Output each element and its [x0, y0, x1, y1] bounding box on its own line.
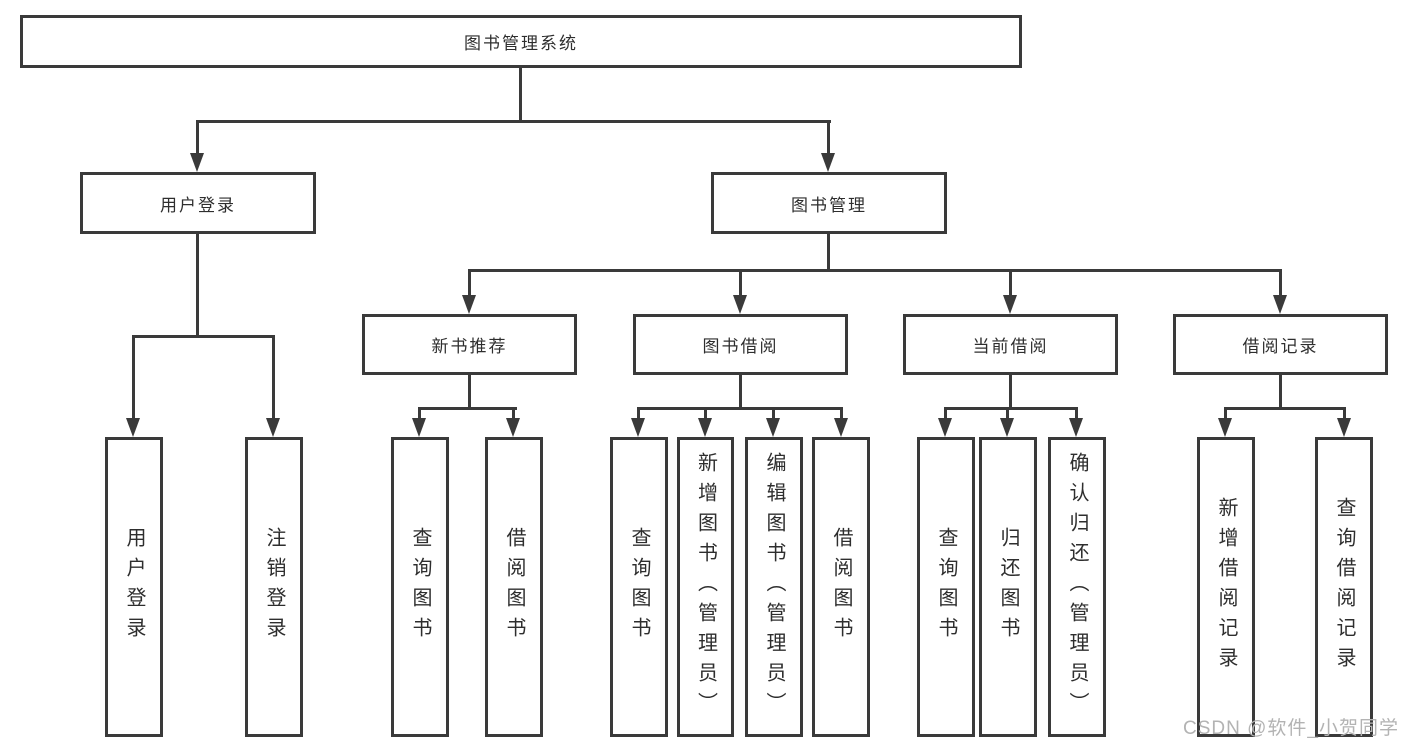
leaf-current-return: 归还图书	[979, 437, 1037, 737]
arrowhead-module-1-icon	[462, 295, 476, 314]
leaf-current-query: 查询图书	[917, 437, 975, 737]
connector-login-stem	[196, 234, 199, 338]
leaf-borrow-query-label: 查询图书	[628, 527, 650, 647]
arrowhead-records-2-icon	[1337, 418, 1351, 437]
leaf-newbook-borrow-label: 借阅图书	[503, 527, 525, 647]
arrowhead-login-1-icon	[126, 418, 140, 437]
connector-module-1	[468, 269, 471, 297]
connector-newbook-branch-1	[418, 407, 421, 420]
leaf-borrow-add: 新增图书（管理员）	[677, 437, 734, 737]
arrowhead-current-1-icon	[938, 418, 952, 437]
node-new-book-label: 新书推荐	[431, 337, 508, 356]
arrowhead-borrow-1-icon	[631, 418, 645, 437]
arrowhead-user-login-icon	[190, 153, 204, 172]
arrowhead-module-2-icon	[733, 295, 747, 314]
connector-module-3	[1009, 269, 1012, 297]
connector-login-split	[133, 335, 275, 338]
arrowhead-current-2-icon	[1000, 418, 1014, 437]
node-borrow-module: 图书借阅	[633, 314, 848, 375]
leaf-current-confirm: 确认归还（管理员）	[1048, 437, 1106, 737]
leaf-records-add: 新增借阅记录	[1197, 437, 1255, 737]
leaf-newbook-query: 查询图书	[391, 437, 449, 737]
connector-mgmt-stem	[827, 234, 830, 272]
leaf-current-return-label: 归还图书	[997, 527, 1019, 647]
node-user-login: 用户登录	[80, 172, 316, 234]
connector-module-4	[1279, 269, 1282, 297]
node-root-label: 图书管理系统	[464, 34, 578, 53]
leaf-newbook-query-label: 查询图书	[409, 527, 431, 647]
arrowhead-borrow-4-icon	[834, 418, 848, 437]
leaf-user-login: 用户登录	[105, 437, 163, 737]
node-current-module: 当前借阅	[903, 314, 1118, 375]
connector-root-stem	[519, 68, 522, 122]
arrowhead-current-3-icon	[1069, 418, 1083, 437]
leaf-borrow-add-label: 新增图书（管理员）	[694, 452, 717, 722]
connector-borrow-stem	[739, 375, 742, 410]
node-records-label: 借阅记录	[1242, 337, 1319, 356]
connector-records-branch-2	[1343, 407, 1346, 420]
leaf-borrow-edit-label: 编辑图书（管理员）	[763, 452, 785, 722]
node-new-book-module: 新书推荐	[362, 314, 577, 375]
connector-to-user-login	[196, 120, 199, 154]
csdn-watermark: CSDN @软件_小贺同学	[1183, 718, 1399, 739]
connector-borrow-branch-4	[840, 407, 843, 420]
connector-current-stem	[1009, 375, 1012, 410]
leaf-logout: 注销登录	[245, 437, 303, 737]
connector-current-branch-3	[1075, 407, 1078, 420]
leaf-current-query-label: 查询图书	[935, 527, 957, 647]
leaf-borrow-borrow-label: 借阅图书	[830, 527, 852, 647]
connector-borrow-split	[638, 407, 843, 410]
leaf-newbook-borrow: 借阅图书	[485, 437, 543, 737]
leaf-borrow-query: 查询图书	[610, 437, 668, 737]
connector-mgmt-split	[469, 269, 1282, 272]
node-root: 图书管理系统	[20, 15, 1022, 68]
connector-borrow-branch-2	[704, 407, 707, 420]
arrowhead-records-1-icon	[1218, 418, 1232, 437]
node-current-label: 当前借阅	[972, 337, 1049, 356]
connector-current-branch-1	[944, 407, 947, 420]
leaf-current-confirm-label: 确认归还（管理员）	[1066, 452, 1088, 722]
connector-records-split	[1225, 407, 1345, 410]
connector-records-stem	[1279, 375, 1282, 410]
connector-current-branch-2	[1006, 407, 1009, 420]
arrowhead-newbook-2-icon	[506, 418, 520, 437]
connector-newbook-branch-2	[512, 407, 515, 420]
leaf-user-login-label: 用户登录	[123, 527, 145, 647]
arrowhead-borrow-3-icon	[766, 418, 780, 437]
leaf-borrow-edit: 编辑图书（管理员）	[745, 437, 803, 737]
node-borrow-label: 图书借阅	[702, 337, 779, 356]
arrowhead-borrow-2-icon	[698, 418, 712, 437]
connector-current-split	[945, 407, 1078, 410]
leaf-records-query-label: 查询借阅记录	[1333, 497, 1355, 677]
arrowhead-module-3-icon	[1003, 295, 1017, 314]
connector-login-branch-2	[272, 335, 275, 420]
leaf-logout-label: 注销登录	[263, 527, 285, 647]
connector-login-branch-1	[132, 335, 135, 420]
connector-borrow-branch-3	[772, 407, 775, 420]
arrowhead-login-2-icon	[266, 418, 280, 437]
leaf-borrow-borrow: 借阅图书	[812, 437, 870, 737]
leaf-records-add-label: 新增借阅记录	[1215, 497, 1237, 677]
node-user-login-label: 用户登录	[160, 195, 236, 215]
arrowhead-book-mgmt-icon	[821, 153, 835, 172]
connector-records-branch-1	[1224, 407, 1227, 420]
arrowhead-newbook-1-icon	[412, 418, 426, 437]
node-book-mgmt-label: 图书管理	[791, 195, 867, 215]
node-book-mgmt: 图书管理	[711, 172, 947, 234]
connector-newbook-stem	[468, 375, 471, 410]
connector-module-2	[739, 269, 742, 297]
connector-borrow-branch-1	[637, 407, 640, 420]
connector-to-book-mgmt	[827, 120, 830, 154]
leaf-records-query: 查询借阅记录	[1315, 437, 1373, 737]
connector-newbook-split	[419, 407, 517, 410]
connector-root-split	[197, 120, 831, 123]
node-records-module: 借阅记录	[1173, 314, 1388, 375]
arrowhead-module-4-icon	[1273, 295, 1287, 314]
